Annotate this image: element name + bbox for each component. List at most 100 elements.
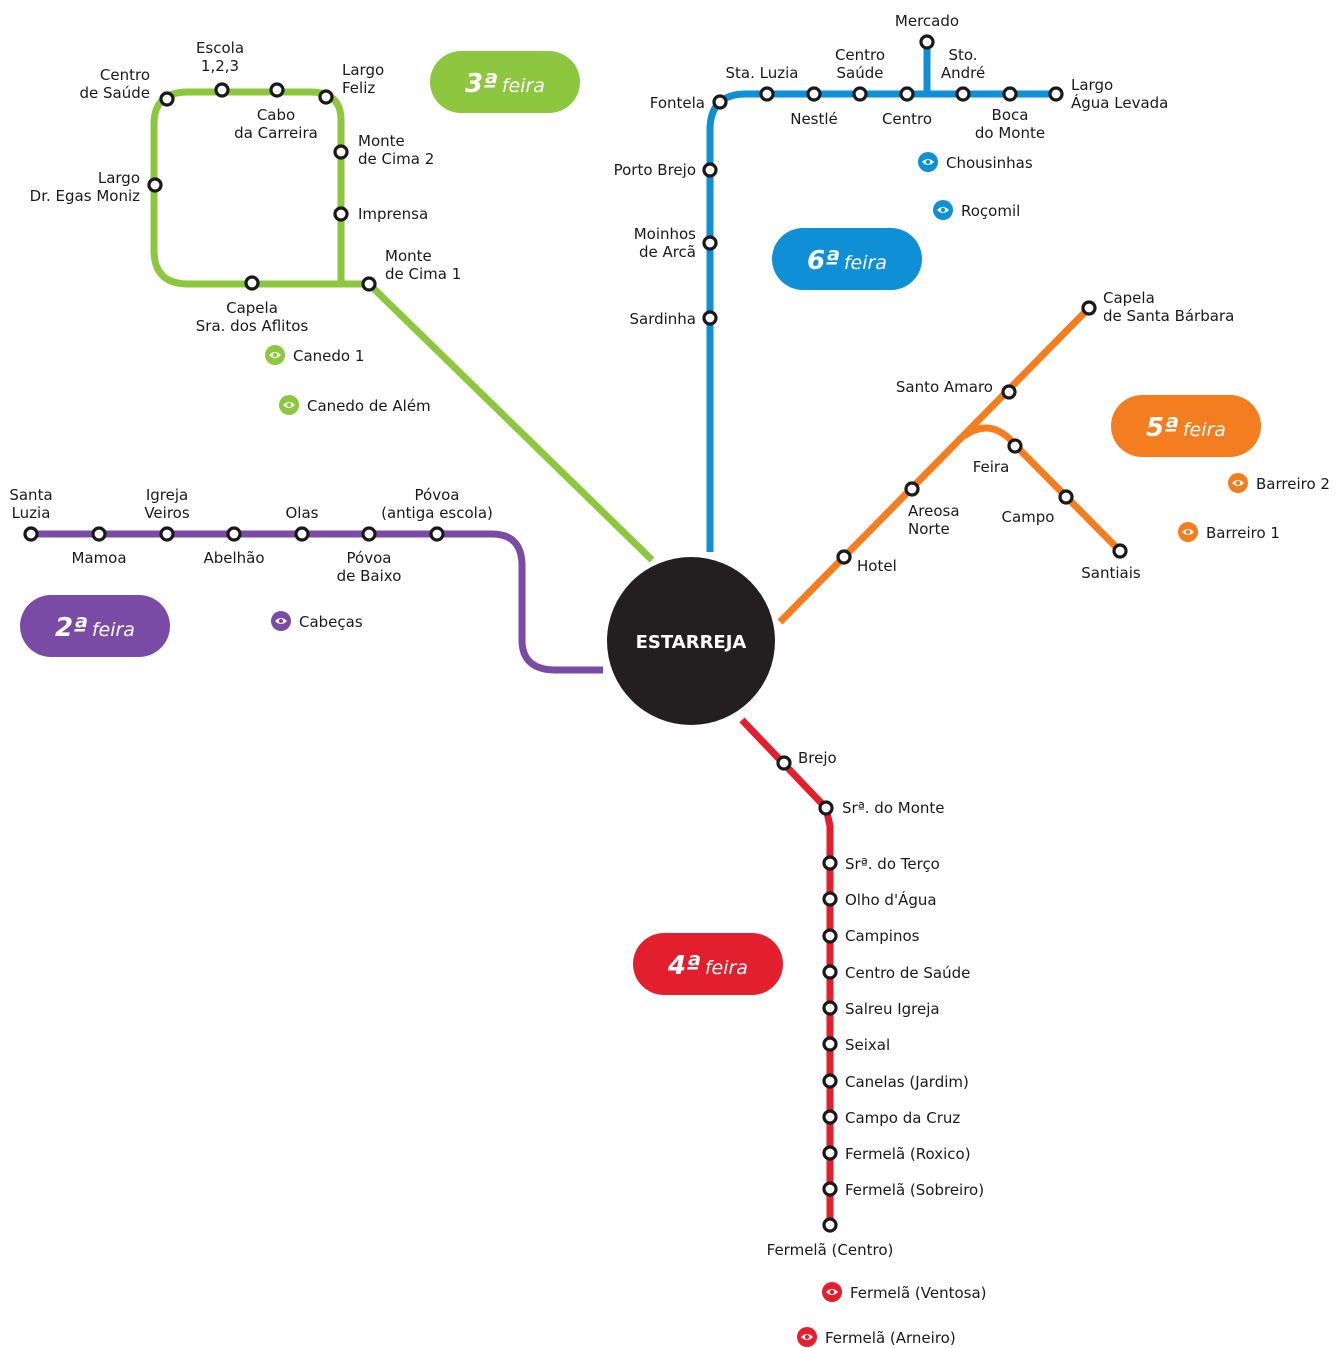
stop-fermela-roxico[interactable] [822,1145,838,1161]
stop-capela-sra-dos-aflitos[interactable] [244,275,260,291]
stop-campinos[interactable] [822,928,838,944]
stop-label: Olas [286,504,319,522]
stop-fontela[interactable] [712,94,728,110]
request-stop-canedo-1[interactable]: Canedo 1 [265,345,364,365]
line-monday [31,530,603,674]
stop-santo-amaro[interactable] [1001,384,1017,400]
stop-campo[interactable] [1058,489,1074,505]
stop-mercado[interactable] [919,34,935,50]
stop-areosa-norte[interactable] [904,481,920,497]
stop-label: Fermelã (Centro) [767,1241,894,1259]
stop-moinhos-de-arca[interactable] [702,235,718,251]
stop-largo-dr-egas-moniz[interactable] [147,177,163,193]
stop-label: Campo da Cruz [845,1109,960,1127]
stop-povoa-antiga-escola[interactable] [429,526,445,542]
stop-cabo-da-carreira[interactable] [269,82,285,98]
stop-label: Campinos [845,927,920,945]
request-stop-label: Barreiro 2 [1256,475,1330,493]
stop-label: Sto.André [941,46,985,82]
stop-centro-de-saude-salreu[interactable] [822,964,838,980]
stop-abelhao[interactable] [226,526,242,542]
stop-santiais[interactable] [1112,543,1128,559]
stop-label: Seixal [845,1036,890,1054]
stop-fermela-sobreiro[interactable] [822,1181,838,1197]
request-stop-fermela-arneiro[interactable]: Fermelã (Arneiro) [797,1327,956,1347]
stop-olho-dagua[interactable] [822,891,838,907]
request-stop-cabecas[interactable]: Cabeças [271,611,363,631]
stop-salreu-igreja[interactable] [822,1000,838,1016]
eye-icon-pupil [286,402,292,408]
stop-povoa-de-baixo[interactable] [361,526,377,542]
request-stop-barreiro-2[interactable]: Barreiro 2 [1228,473,1330,493]
stop-porto-brejo[interactable] [702,162,718,178]
stop-largo-agua-levada[interactable] [1048,86,1064,102]
request-stop-fermela-ventosa[interactable]: Fermelã (Ventosa) [822,1282,987,1302]
day-badge-monday-pill [20,595,170,657]
stop-label: Imprensa [358,205,428,223]
eye-icon-pupil [925,159,931,165]
stop-centro-saude[interactable] [852,86,868,102]
stop-imprensa[interactable] [333,206,349,222]
stop-sra-do-monte[interactable] [818,800,834,816]
request-stop-barreiro-1[interactable]: Barreiro 1 [1178,522,1280,542]
eye-icon [1178,522,1198,542]
request-stop-chousinhas[interactable]: Chousinhas [918,152,1033,172]
stop-igreja-veiros[interactable] [159,526,175,542]
day-badge-wednesday-pill [633,933,783,995]
stop-label: Hotel [857,557,897,575]
stop-canelas-jardim[interactable] [822,1073,838,1089]
stop-brejo[interactable] [776,755,792,771]
stop-monte-de-cima-2[interactable] [333,144,349,160]
request-stop-rocomil[interactable]: Roçomil [933,200,1020,220]
stop-label: Nestlé [790,110,838,128]
stop-fermela-centro[interactable] [822,1217,838,1233]
stop-boca-do-monte[interactable] [1002,86,1018,102]
stop-sto-andre[interactable] [955,86,971,102]
hub[interactable]: ESTARREJA [607,557,775,725]
stop-mamoa[interactable] [91,526,107,542]
stop-olas[interactable] [294,526,310,542]
stop-label: Sta. Luzia [726,64,799,82]
eye-icon [1228,473,1248,493]
stop-seixal[interactable] [822,1036,838,1052]
stop-sta-luzia[interactable] [759,86,775,102]
stop-santa-luzia[interactable] [23,526,39,542]
stop-sra-do-terco[interactable] [822,855,838,871]
stop-campo-da-cruz[interactable] [822,1109,838,1125]
hub-circle [607,557,775,725]
stop-hotel[interactable] [836,549,852,565]
stop-label: Fermelã (Roxico) [845,1145,971,1163]
day-badge-friday-pill [772,228,922,290]
request-stop-label: Cabeças [299,613,363,631]
stop-nestle[interactable] [806,86,822,102]
hub-label: ESTARREJA [636,632,747,653]
stop-centro[interactable] [899,86,915,102]
stop-sardinha[interactable] [702,310,718,326]
stop-centro-de-saude[interactable] [159,91,175,107]
stop-feira[interactable] [1007,438,1023,454]
day-badge-thursday-pill [1111,395,1261,457]
stop-escola-123[interactable] [214,82,230,98]
request-stop-canedo-de-alem[interactable]: Canedo de Além [279,395,431,415]
stop-label: Campo [1002,508,1055,526]
stop-largo-feliz[interactable] [318,89,334,105]
stop-capela-de-santa-barbara[interactable] [1081,300,1097,316]
stop-monte-de-cima-1[interactable] [361,276,377,292]
